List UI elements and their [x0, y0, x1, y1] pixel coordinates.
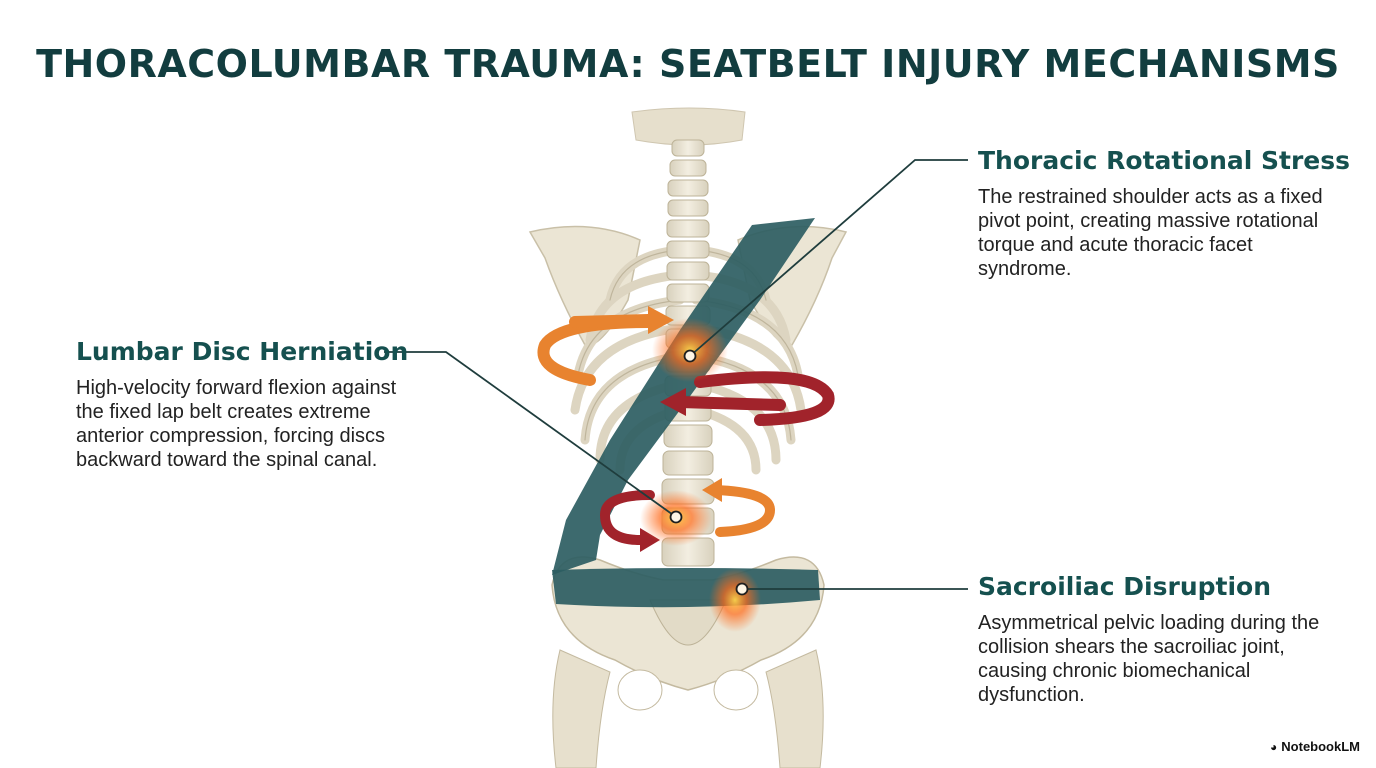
- lumbar-callout: Lumbar Disc Herniation High-velocity for…: [76, 337, 409, 472]
- thoracic-callout: Thoracic Rotational Stress The restraine…: [978, 146, 1351, 281]
- skull-base: [631, 107, 746, 146]
- lumbar-heading: Lumbar Disc Herniation: [76, 337, 409, 366]
- leader-lines: [384, 159, 968, 590]
- rotation-arrows: [537, 314, 835, 545]
- thoracic-description: The restrained shoulder acts as a fixed …: [978, 186, 1323, 280]
- page-title: THORACOLUMBAR TRAUMA: SEATBELT INJURY ME…: [36, 42, 1340, 86]
- notebooklm-logo-icon: ◕: [1270, 739, 1278, 754]
- sacroiliac-heading: Sacroiliac Disruption: [978, 572, 1272, 601]
- sacroiliac-callout: Sacroiliac Disruption Asymmetrical pelvi…: [978, 572, 1328, 707]
- spine: [661, 139, 715, 567]
- thoracic-heading: Thoracic Rotational Stress: [978, 146, 1351, 175]
- brand-label: NotebookLM: [1281, 739, 1360, 754]
- notebooklm-watermark: ◕ NotebookLM: [1270, 739, 1360, 754]
- lumbar-description: High-velocity forward flexion against th…: [76, 377, 397, 471]
- leader-dots: [669, 349, 749, 596]
- sacroiliac-description: Asymmetrical pelvic loading during the c…: [978, 612, 1320, 706]
- arrow-heads: [640, 306, 722, 552]
